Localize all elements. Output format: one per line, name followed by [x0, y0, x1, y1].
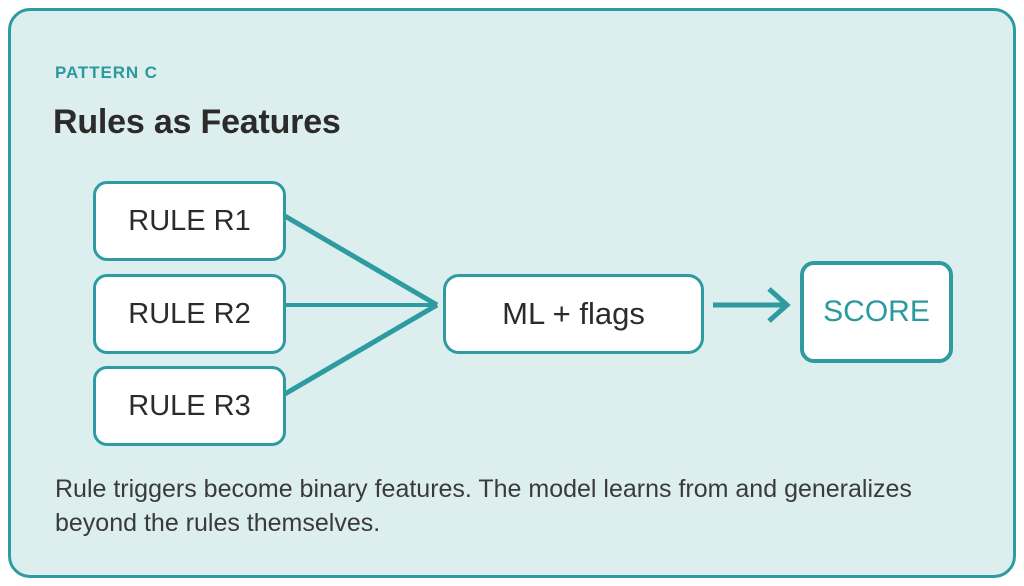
- pattern-eyebrow-label: PATTERN C: [55, 63, 158, 82]
- rule-box-r1-label: RULE R1: [128, 204, 251, 237]
- arrow-model-to-score: [713, 287, 791, 323]
- connector-rule1-to-model: [276, 209, 439, 308]
- rule-box-r3-label: RULE R3: [128, 389, 251, 422]
- pattern-card: PATTERN C Rules as Features RULE R1 RULE…: [8, 8, 1016, 578]
- caption-text: Rule triggers become binary features. Th…: [55, 475, 912, 537]
- model-box[interactable]: ML + flags: [443, 274, 704, 354]
- page-title: Rules as Features: [53, 103, 341, 141]
- connector-rule3-to-model: [276, 302, 439, 401]
- rule-box-r2-label: RULE R2: [128, 297, 251, 330]
- score-box[interactable]: SCORE: [800, 261, 953, 363]
- score-box-label: SCORE: [823, 295, 930, 328]
- rule-box-r2[interactable]: RULE R2: [93, 274, 286, 354]
- model-box-label: ML + flags: [502, 296, 645, 331]
- rule-box-r3[interactable]: RULE R3: [93, 366, 286, 446]
- rule-box-r1[interactable]: RULE R1: [93, 181, 286, 261]
